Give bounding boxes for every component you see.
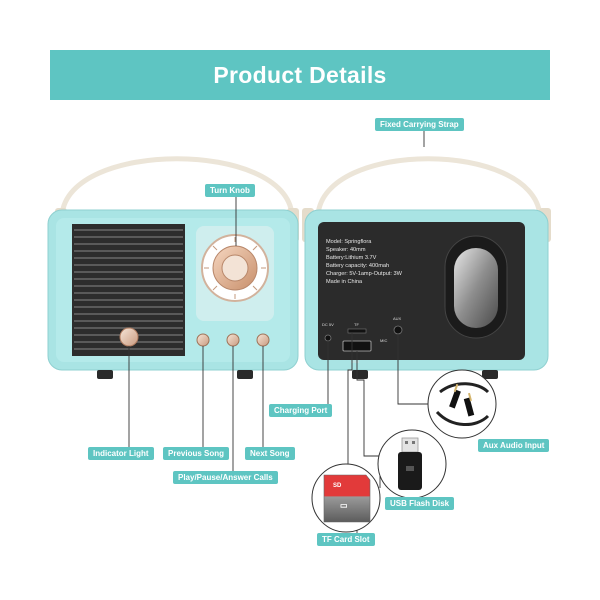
label-play-pause: Play/Pause/Answer Calls [173,471,278,484]
label-usb-flash: USB Flash Disk [385,497,455,510]
label-indicator-light: Indicator Light [88,447,154,460]
tf-card-slot[interactable] [347,328,367,334]
spec-list: Model: Springflora Speaker: 40mm Battery… [326,239,403,285]
previous-song-button[interactable] [196,333,210,347]
tf-card-illustration: SD ▭ [311,463,381,533]
mic-label: MIC [380,338,387,343]
label-previous-song: Previous Song [163,447,230,460]
indicator-light [119,327,139,347]
foot-right [237,370,253,379]
next-song-button[interactable] [256,333,270,347]
foot-left [97,370,113,379]
usb-port[interactable] [342,340,372,352]
aux-port-label: AUX [393,316,402,321]
label-turn-knob: Turn Knob [205,184,255,197]
charging-port[interactable] [324,334,332,342]
front-handle [59,156,295,216]
aux-port[interactable] [393,325,403,335]
label-aux-input: Aux Audio Input [478,439,550,452]
knob-center [221,254,249,282]
back-foot-left [352,370,368,379]
back-foot-right [482,370,498,379]
spec-line: Speaker: 40mm [326,247,366,253]
page-title: Product Details [213,61,387,88]
tf-port-label: TF [354,322,359,327]
card-capacity-mark: ▭ [340,501,348,510]
spec-line: Battery:Lithium 3.7V [326,255,377,261]
label-next-song: Next Song [245,447,295,460]
label-tf-card: TF Card Slot [317,533,375,546]
label-fixed-strap: Fixed Carrying Strap [375,118,464,131]
back-radio: Model: Springflora Speaker: 40mm Battery… [302,156,551,379]
play-pause-button[interactable] [226,333,240,347]
back-handle [315,156,543,216]
dc-port-label: DC 5V [322,322,334,327]
card-brand-mark: SD [333,483,342,489]
dial-ticks [204,237,266,299]
label-charging-port: Charging Port [269,404,333,417]
header-banner: Product Details [50,50,550,100]
aux-cable-illustration [427,369,497,439]
usb-port-label: USB [351,359,360,364]
passive-radiator [454,248,498,328]
spec-line: Battery capacity: 400mah [326,263,389,269]
spec-line: Charger: 5V-1amp-Output: 3W [326,271,403,277]
front-radio [47,156,299,379]
usb-flash-illustration [377,429,447,499]
spec-line: Model: Springflora [326,239,372,245]
spec-line: Made in China [326,279,363,285]
